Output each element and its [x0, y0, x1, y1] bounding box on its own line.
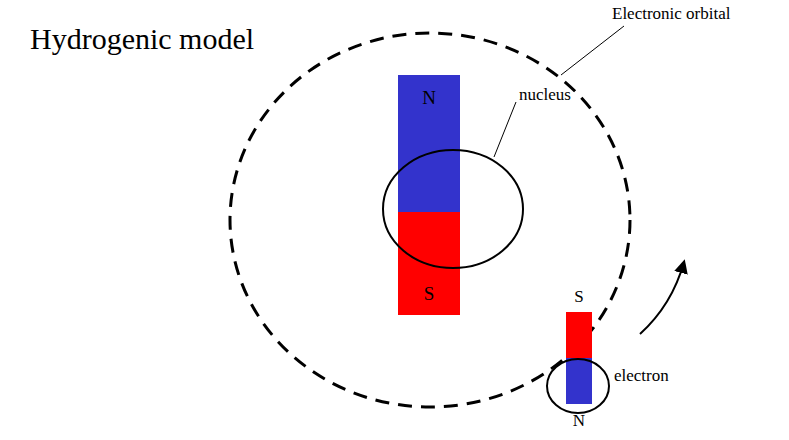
- pole-letter: S: [574, 288, 583, 307]
- pole-letter: N: [422, 88, 436, 109]
- pole-letter: N: [573, 412, 585, 431]
- pole-letter: S: [424, 284, 435, 305]
- leader-line: [494, 102, 516, 157]
- motion-arrow: [640, 262, 684, 334]
- orbital-label: Electronic orbital: [612, 5, 730, 24]
- magnet-north: [398, 75, 460, 212]
- magnet-north: [566, 358, 592, 404]
- diagram-title: Hydrogenic model: [30, 22, 254, 55]
- electron-circle: [547, 359, 609, 413]
- magnet-south: [398, 212, 460, 315]
- electron-orbit: [230, 33, 630, 407]
- leader-line: [561, 26, 624, 75]
- magnet-south: [566, 312, 592, 358]
- nucleus-circle: [383, 150, 523, 268]
- electron-label: electron: [614, 367, 669, 386]
- nucleus-label: nucleus: [519, 86, 571, 105]
